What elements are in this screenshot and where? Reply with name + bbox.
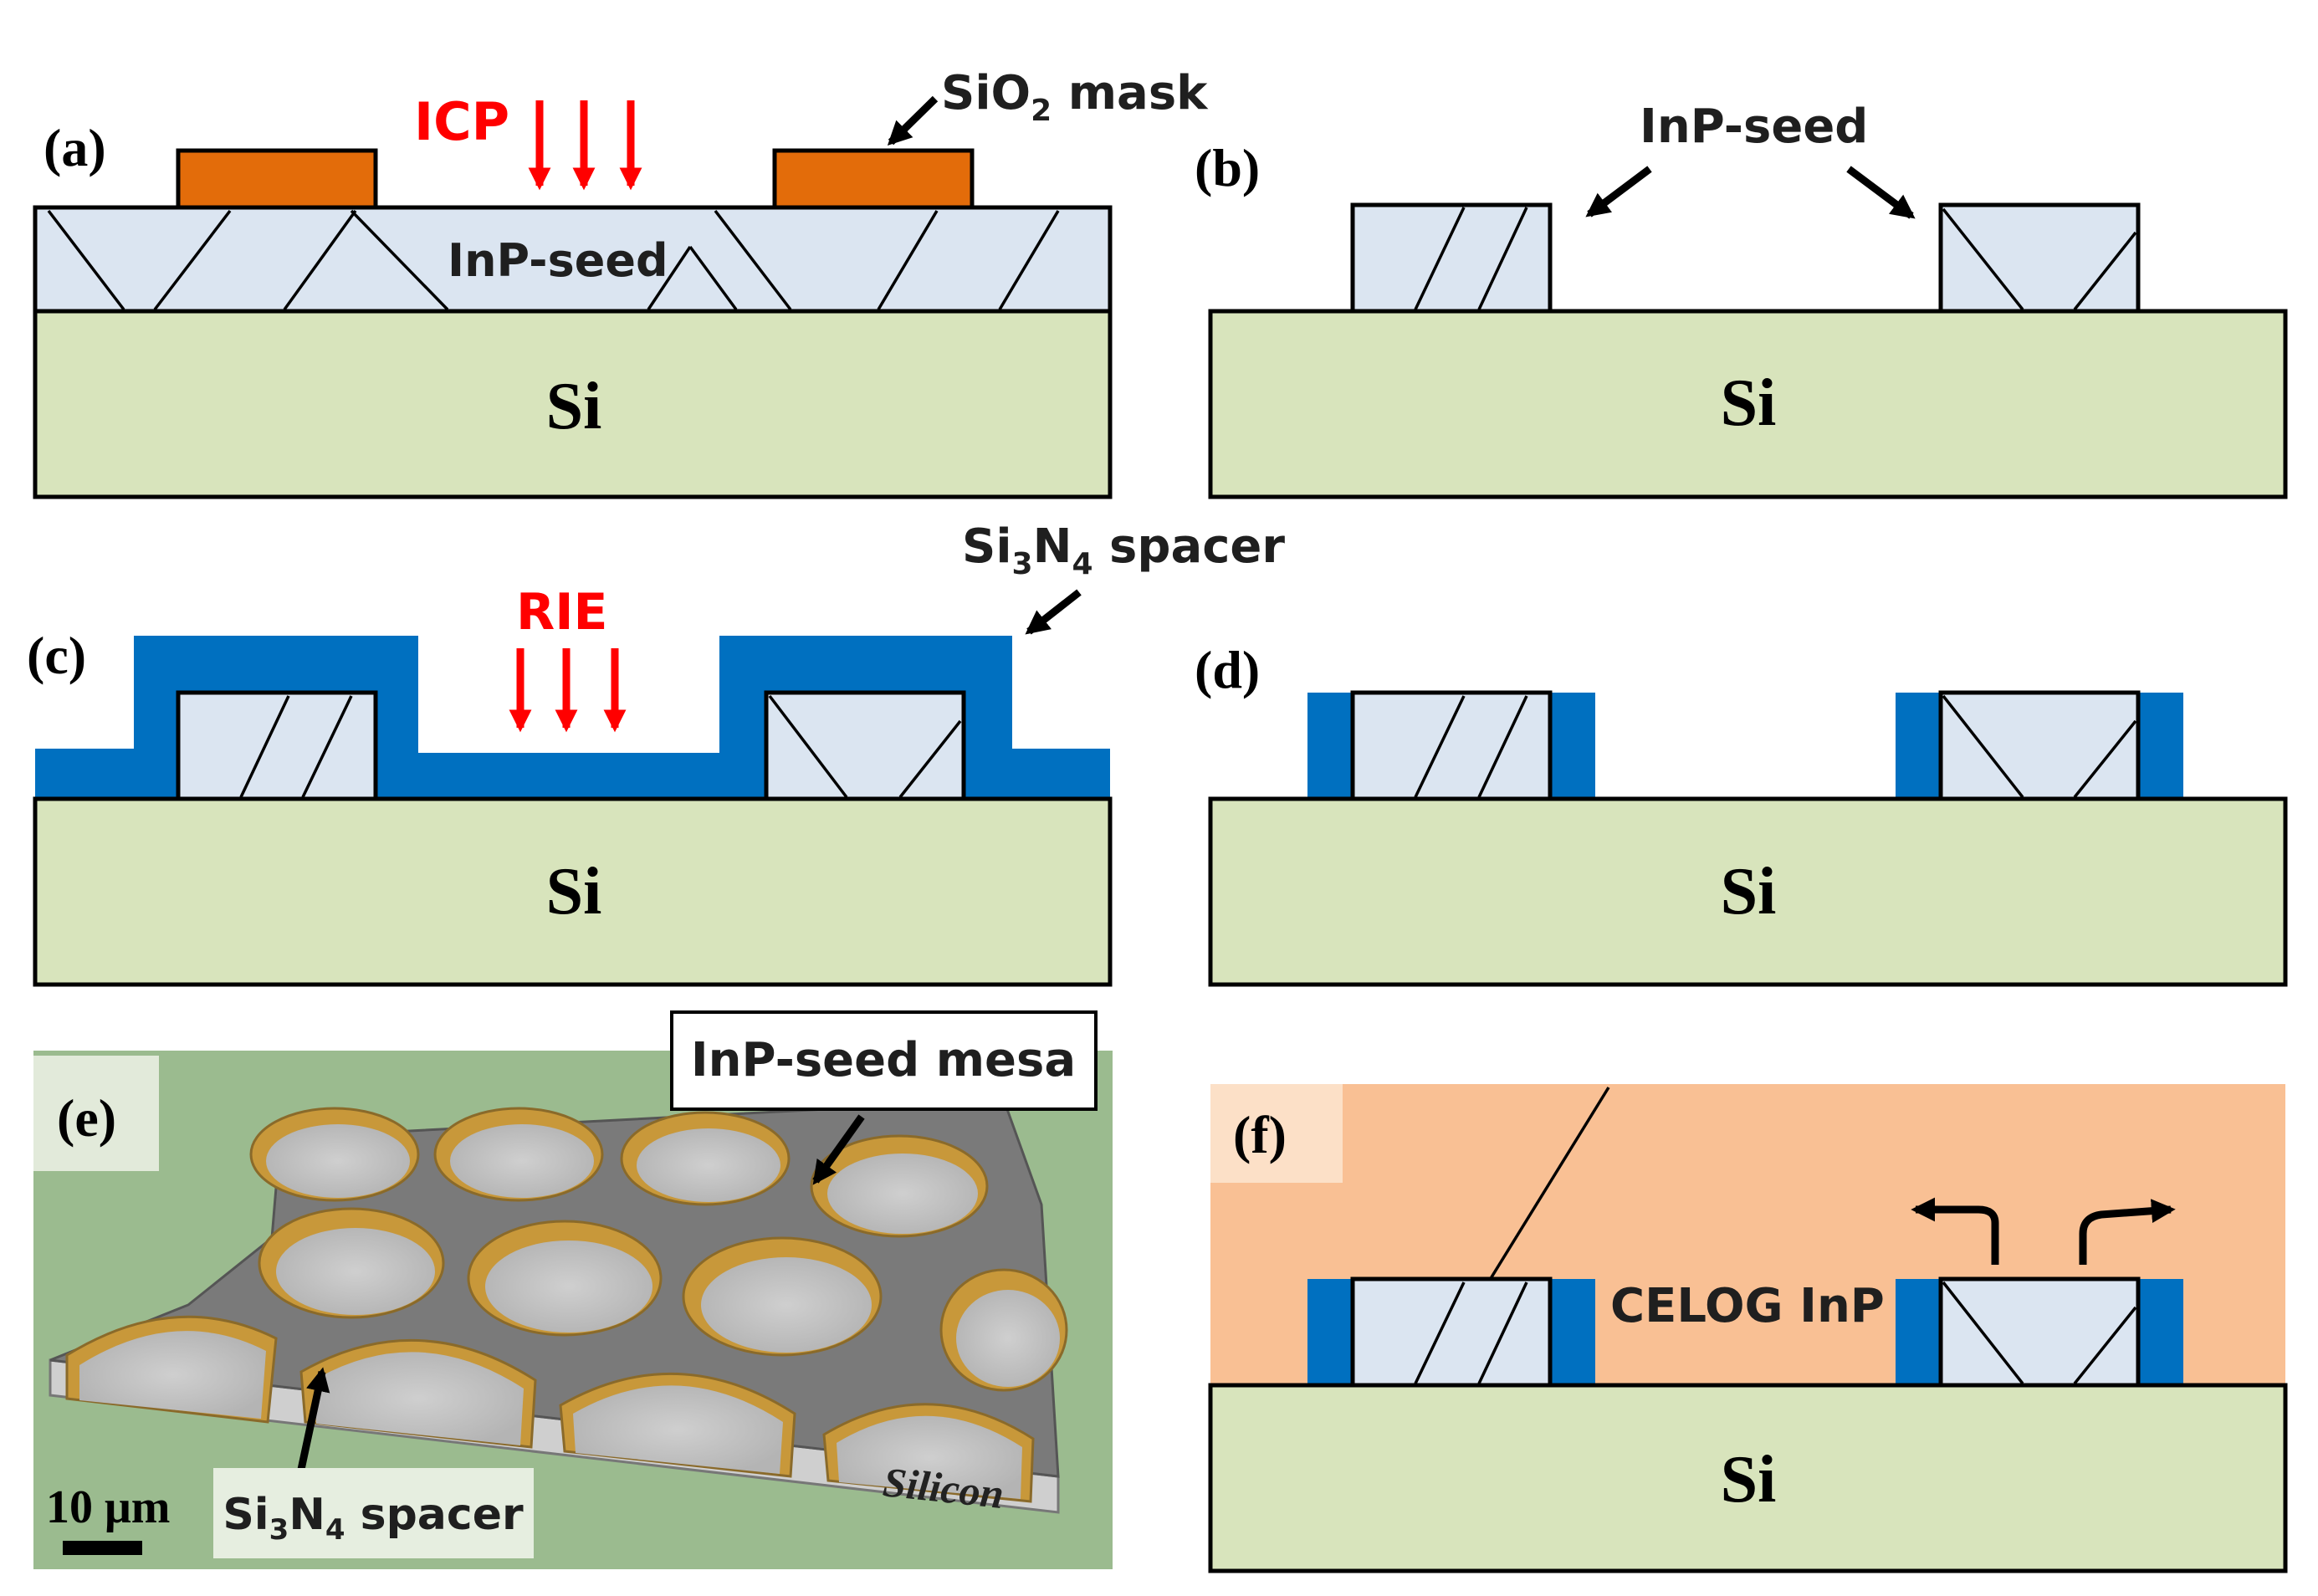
spacer-sidewall bbox=[1550, 1279, 1595, 1385]
spacer-sidewall bbox=[2138, 693, 2183, 799]
hole bbox=[276, 1228, 435, 1315]
panel-a: (a) ICP InP-seed Si SiO2 mask bbox=[33, 66, 1209, 499]
inp-seed-mesa-left bbox=[1350, 202, 1553, 314]
lateral-growth-arrow-right bbox=[2079, 1199, 2176, 1265]
spacer-label: Si3N4 spacer bbox=[223, 1490, 524, 1547]
etch-label: ICP bbox=[414, 91, 509, 152]
hole bbox=[701, 1257, 872, 1353]
substrate-label: Si bbox=[1721, 366, 1777, 440]
hole bbox=[637, 1128, 780, 1202]
silicon-substrate bbox=[1208, 309, 2288, 499]
crystal-defect-lines bbox=[239, 694, 962, 799]
scale-bar bbox=[63, 1541, 142, 1555]
crystal-defect-lines bbox=[1414, 694, 2137, 799]
substrate-label: Si bbox=[546, 370, 602, 443]
sio2-mask-left bbox=[176, 148, 378, 210]
panel-b: (b) InP-seed Si bbox=[1195, 100, 2288, 499]
hole bbox=[266, 1124, 410, 1198]
crystal-defect-lines bbox=[47, 209, 1060, 311]
mask-pointer-arrow bbox=[887, 95, 939, 146]
crystal-defect-lines bbox=[1414, 207, 2137, 311]
spacer-sidewall bbox=[2138, 1279, 2183, 1385]
silicon-substrate bbox=[1208, 1383, 2288, 1573]
substrate-label: Si bbox=[1721, 1443, 1777, 1517]
panel-d: (d) Si bbox=[1195, 640, 2288, 987]
inp-seed-mesa-left bbox=[176, 690, 378, 801]
lateral-growth-arrow-left bbox=[1911, 1197, 1999, 1265]
hole bbox=[314, 1352, 524, 1445]
mesa-label-box bbox=[670, 1010, 1098, 1111]
mesa-pointer-arrow bbox=[812, 1114, 865, 1185]
growth-label: CELOG InP bbox=[1610, 1279, 1885, 1333]
panel-f: (f) CELOG InP Si bbox=[1208, 1084, 2288, 1573]
hole bbox=[573, 1385, 783, 1474]
hole bbox=[79, 1331, 266, 1419]
seed-pointer-left bbox=[1585, 166, 1652, 217]
panel-label: (b) bbox=[1195, 138, 1260, 197]
inp-seed-layer bbox=[33, 205, 1113, 314]
panel-label: (d) bbox=[1195, 640, 1260, 699]
spacer-pointer-arrow bbox=[1025, 589, 1082, 635]
mesa-label: InP-seed mesa bbox=[691, 1033, 1076, 1087]
inp-seed-mesa-right bbox=[764, 690, 966, 801]
inp-seed-mesa-right bbox=[1938, 202, 2141, 314]
hole bbox=[485, 1240, 652, 1333]
spacer-rings bbox=[65, 1107, 1068, 1503]
icp-etch-arrows bbox=[528, 100, 642, 191]
spacer-sidewall bbox=[1896, 693, 1941, 799]
substrate-label: Si bbox=[546, 855, 602, 928]
seed-label: InP-seed bbox=[448, 234, 668, 287]
panel-label-box bbox=[1210, 1084, 1343, 1183]
silicon-substrate bbox=[1208, 796, 2288, 987]
panel-label: (c) bbox=[27, 626, 86, 685]
spacer-sidewall bbox=[1307, 1279, 1353, 1385]
inp-seed-mesa-right bbox=[1938, 1276, 2141, 1388]
spacer-label-box bbox=[213, 1468, 534, 1558]
etch-label: RIE bbox=[516, 583, 608, 642]
spacer-sidewall bbox=[1307, 693, 1353, 799]
seed-label: InP-seed bbox=[1640, 100, 1868, 154]
silicon-substrate bbox=[33, 796, 1113, 987]
rie-etch-arrows bbox=[509, 648, 627, 733]
inp-seed-mesa-right bbox=[1938, 690, 2141, 801]
spacer-label: Si3N4 spacer bbox=[962, 519, 1285, 581]
hole bbox=[956, 1290, 1060, 1387]
spacer-sidewall bbox=[1896, 1279, 1941, 1385]
hole bbox=[450, 1124, 594, 1198]
hole bbox=[827, 1154, 978, 1234]
panel-label: (f) bbox=[1233, 1105, 1287, 1164]
seed-pointer-right bbox=[1846, 166, 1916, 219]
spacer-sidewall bbox=[1550, 693, 1595, 799]
substrate-label: Si bbox=[1721, 855, 1777, 928]
mask-label: SiO2 mask bbox=[941, 66, 1209, 128]
panel-label: (e) bbox=[57, 1088, 116, 1148]
panel-c: (c) RIE Si3N4 spacer Si bbox=[27, 519, 1285, 987]
sio2-mask-right bbox=[772, 148, 975, 210]
scale-bar-label: 10 μm bbox=[46, 1481, 170, 1533]
silicon-substrate bbox=[33, 309, 1113, 499]
hole bbox=[837, 1415, 1022, 1499]
panel-label: (a) bbox=[43, 118, 106, 177]
crystal-defect-lines bbox=[1414, 1281, 2137, 1385]
panel-label-box bbox=[33, 1056, 159, 1171]
panel-e: (e) InP-seed mesa Si3N4 spacer Silicon 1… bbox=[33, 1010, 1113, 1569]
